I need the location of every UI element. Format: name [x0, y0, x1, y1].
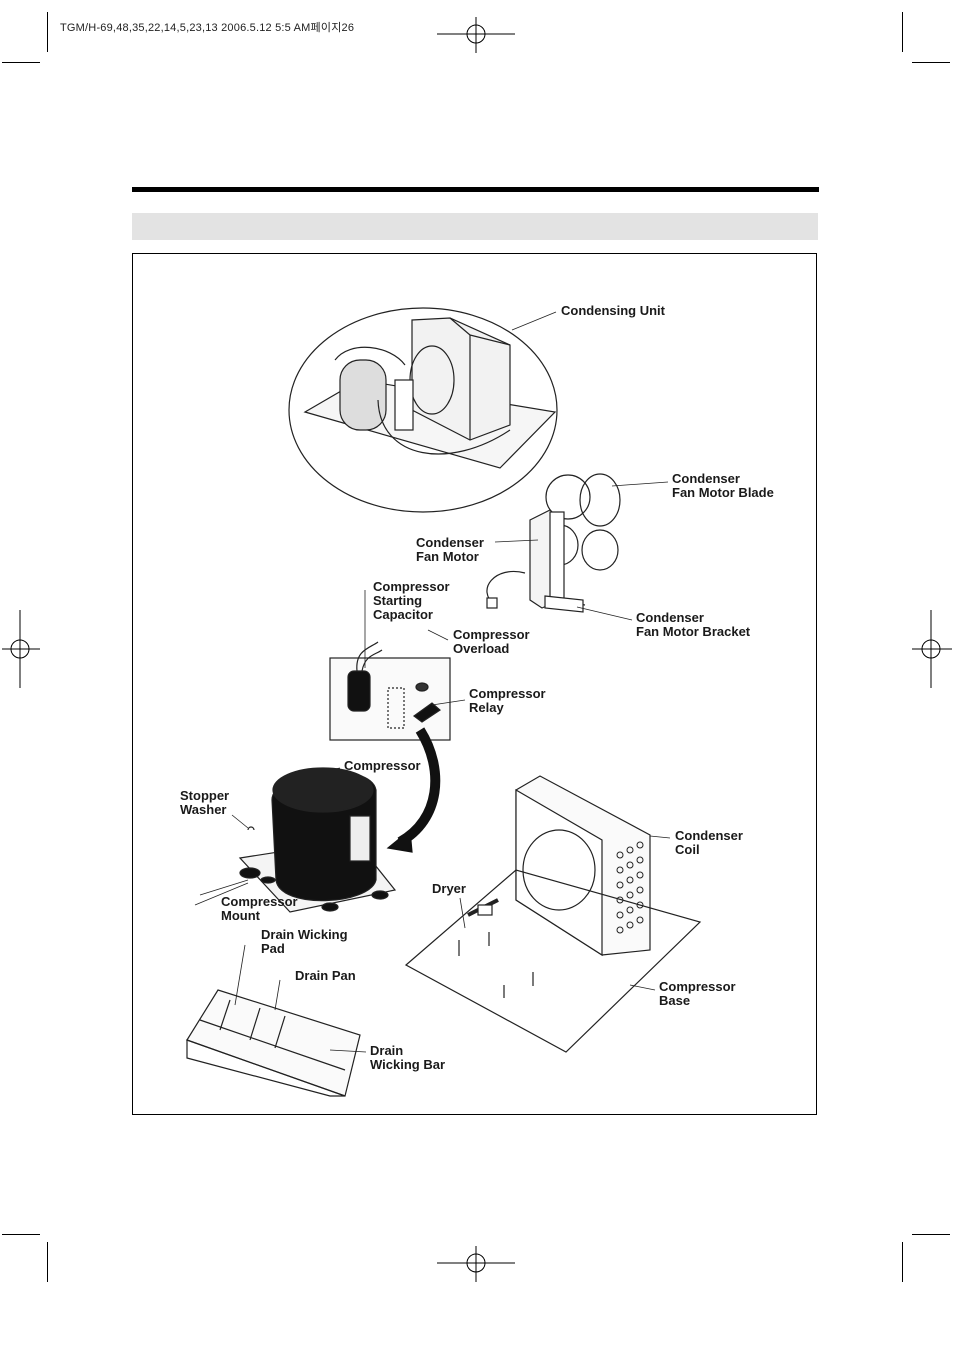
label-compressor-overload: Compressor Overload	[453, 627, 530, 656]
diagram-frame	[132, 253, 817, 1115]
label-condensing-unit: Condensing Unit	[561, 303, 665, 318]
crop-mark	[912, 62, 950, 63]
condensing-unit-inset	[288, 307, 558, 513]
label-drain-wicking-bar: Drain Wicking Bar	[370, 1043, 446, 1072]
crop-mark	[912, 1234, 950, 1235]
crop-mark	[47, 1242, 48, 1282]
label-compressor-base: Compressor Base	[659, 979, 736, 1008]
crop-mark	[47, 12, 48, 52]
registration-mark-icon	[2, 610, 40, 688]
label-condenser-fan-motor-bracket: Condenser Fan Motor Bracket	[636, 610, 751, 639]
label-compressor-relay: Compressor Relay	[469, 686, 546, 715]
label-dryer: Dryer	[432, 881, 466, 896]
section-rule	[132, 187, 819, 192]
crop-mark	[902, 12, 903, 52]
label-compressor: Compressor	[344, 758, 421, 773]
label-stopper-washer: Stopper Washer	[180, 788, 230, 817]
label-compressor-mount: Compressor Mount	[221, 894, 298, 923]
registration-mark-icon	[912, 610, 952, 688]
label-condenser-fan-motor: Condenser Fan Motor	[416, 535, 484, 564]
crop-mark	[2, 1234, 40, 1235]
label-condenser-fan-motor-blade: Condenser Fan Motor Blade	[672, 471, 774, 500]
crop-mark	[902, 1242, 903, 1282]
label-condenser-coil: Condenser Coil	[675, 828, 743, 857]
print-slug: TGM/H-69,48,35,22,14,5,23,13 2006.5.12 5…	[60, 22, 355, 34]
label-compressor-starting-capacitor: Compressor Starting Capacitor	[373, 579, 450, 622]
crop-mark	[2, 62, 40, 63]
label-drain-wicking-pad: Drain Wicking Pad	[261, 927, 348, 956]
label-drain-pan: Drain Pan	[295, 968, 356, 983]
registration-mark-icon	[437, 1246, 515, 1282]
section-title-bar	[132, 213, 818, 240]
registration-mark-icon	[437, 17, 515, 53]
